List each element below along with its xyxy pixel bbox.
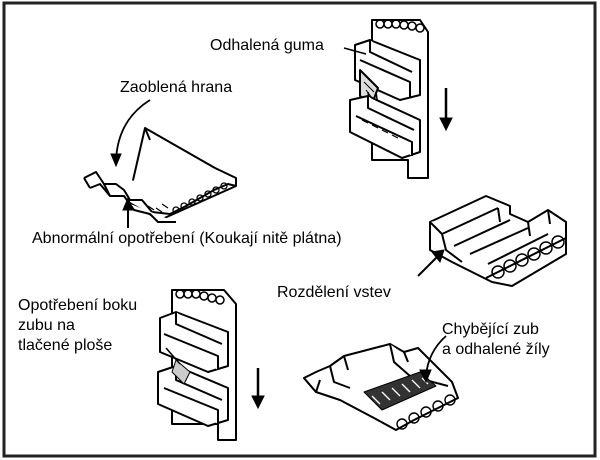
label-exposed-rubber: Odhalená guma (210, 37, 324, 54)
down-arrow-1 (439, 88, 453, 132)
belt-exposed-rubber-drawing (349, 19, 429, 179)
belt-missing-tooth-drawing (303, 343, 459, 431)
layer-separation-arrow (417, 249, 445, 277)
label-missing-tooth-line-1: Chybějící zub (442, 321, 539, 338)
belt-flank-wear-drawing (157, 289, 237, 441)
belt-layer-separation-drawing (429, 195, 567, 287)
label-flank-wear-line-2: zubu na (18, 317, 75, 334)
label-rounded-edge: Zaoblená hrana (120, 79, 233, 96)
abnormal-wear-arrow (122, 196, 134, 228)
rounded-edge-arrow (110, 99, 151, 168)
label-flank-wear: Opotřebení boku zubu na tlačené ploše (18, 296, 137, 356)
label-missing-tooth-line-2: a odhalené žíly (442, 341, 550, 358)
label-missing-tooth: Chybějící zub a odhalené žíly (442, 320, 550, 360)
missing-tooth-arrow (419, 335, 447, 384)
label-flank-wear-line-3: tlačené ploše (18, 337, 113, 354)
label-abnormal-wear: Abnormální opotřebení (Koukají nitě plát… (32, 230, 342, 247)
label-layer-separation: Rozdělení vstev (277, 284, 391, 301)
down-arrow-2 (251, 368, 265, 410)
leader-exposed-rubber (343, 47, 367, 55)
belt-rounded-edge-drawing (83, 127, 237, 223)
leader-flank-wear (165, 347, 181, 365)
label-flank-wear-line-1: Opotřebení boku (18, 297, 138, 314)
